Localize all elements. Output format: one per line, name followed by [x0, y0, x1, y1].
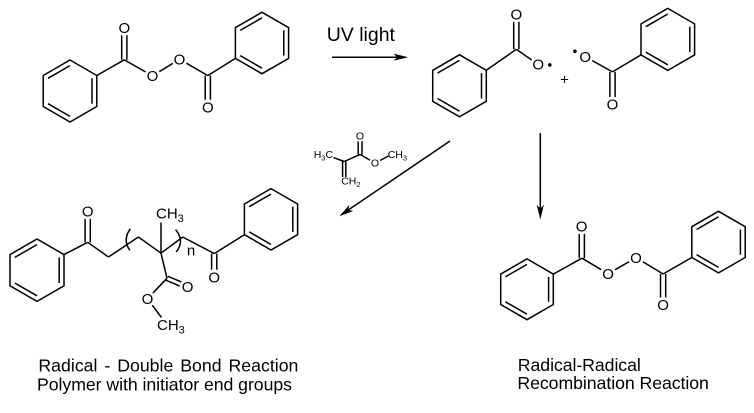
svg-text:Recombination Reaction: Recombination Reaction [517, 373, 709, 393]
svg-text:O: O [82, 204, 94, 221]
svg-text:O: O [174, 51, 186, 68]
svg-text:CH2: CH2 [341, 176, 360, 190]
svg-text:O: O [202, 99, 214, 116]
svg-text:O: O [602, 266, 614, 283]
svg-text:O: O [371, 158, 379, 170]
svg-text:CH3: CH3 [157, 317, 185, 336]
svg-text:O: O [630, 250, 642, 267]
svg-text:O: O [607, 97, 619, 114]
svg-text:O: O [657, 297, 669, 314]
svg-text:O: O [118, 20, 130, 37]
svg-text:O: O [142, 291, 154, 308]
svg-text:O: O [510, 7, 522, 24]
svg-text:CH3: CH3 [388, 149, 407, 163]
svg-text:Radical - Double Bond Reaction: Radical - Double Bond Reaction [38, 356, 298, 376]
svg-text:n: n [187, 243, 195, 260]
svg-text:H3C: H3C [314, 149, 334, 163]
svg-text:Polymer with initiator end gro: Polymer with initiator end groups [37, 374, 292, 394]
svg-text:+: + [560, 71, 569, 88]
svg-text:UV light: UV light [327, 24, 396, 46]
svg-text:O: O [147, 68, 159, 85]
svg-text:CH3: CH3 [156, 206, 184, 225]
svg-text:O: O [532, 57, 544, 74]
svg-text:O: O [576, 219, 588, 236]
svg-text:O: O [182, 279, 194, 296]
svg-text:O: O [208, 269, 220, 286]
svg-text:Radical-Radical: Radical-Radical [518, 355, 641, 375]
svg-text:O: O [356, 130, 364, 142]
svg-text:O: O [579, 49, 591, 66]
